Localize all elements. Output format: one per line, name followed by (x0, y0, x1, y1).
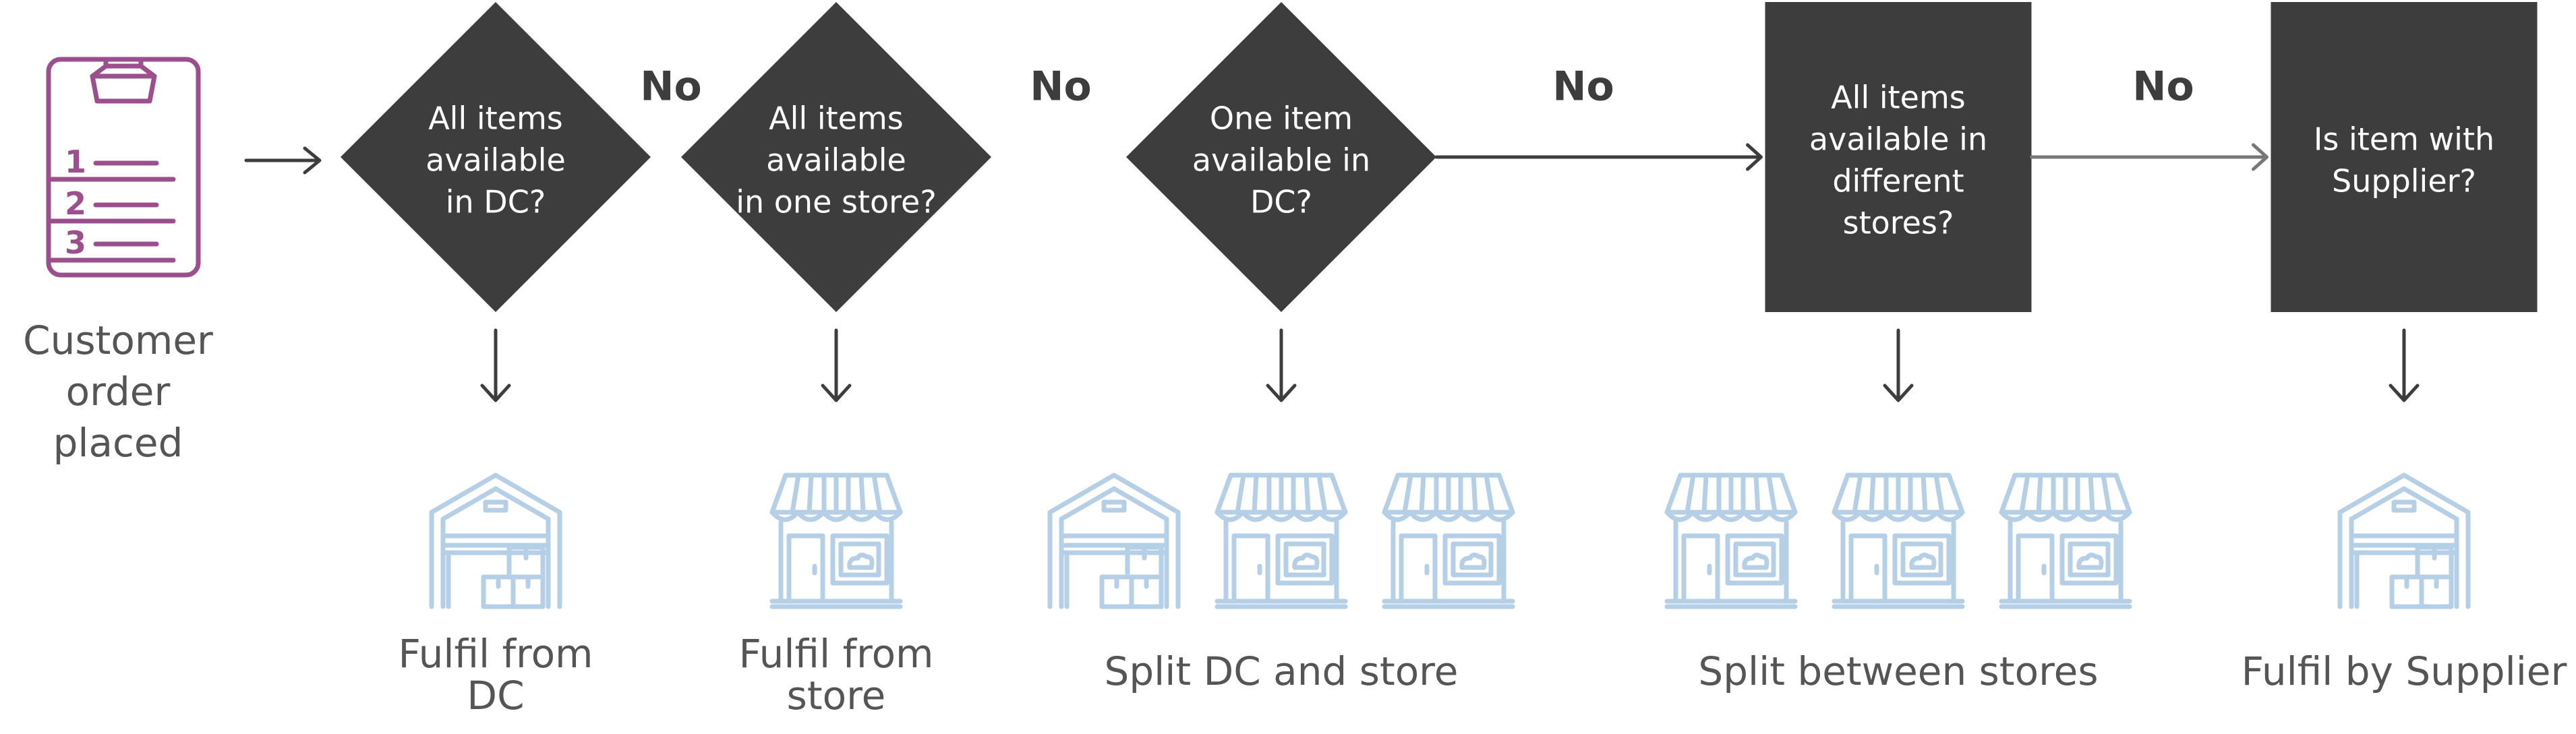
decision-text-line: All items (428, 100, 563, 137)
decision-text-line: DC? (1250, 184, 1312, 220)
decision-text: All items available in one store? (736, 100, 937, 220)
warehouse-icon (2340, 475, 2468, 607)
no-label: No (1552, 63, 1614, 111)
outcome-label: Fulfil by Supplier (2242, 648, 2567, 694)
yes-down-arrow (1883, 328, 1914, 402)
list-number-glyph: 3 (65, 224, 86, 261)
outcome-label: Split between stores (1698, 648, 2098, 694)
yes-down-arrow (480, 328, 511, 402)
store-icon (772, 475, 900, 607)
list-number-glyph: 2 (65, 185, 86, 222)
decision-text: All items available in different stores? (1809, 80, 1987, 241)
decision-text-line: One item (1210, 100, 1353, 137)
decision-text: One item available in DC? (1192, 100, 1370, 220)
decision-diamond-shape (681, 2, 991, 312)
outcome-icons (2340, 475, 2468, 607)
start-label: Customer order placed (23, 317, 213, 466)
order-list-icon: 1 23 (46, 57, 201, 278)
warehouse-icon (1050, 475, 1178, 607)
decision-diamond-shape (1126, 2, 1436, 312)
customer-order-start: 1 23 (46, 57, 201, 278)
decision-text-line: available in (1192, 142, 1370, 179)
decision-text-line: stores? (1843, 205, 1954, 241)
yes-down-arrow (2389, 328, 2420, 402)
outcome-icons (1050, 475, 1513, 607)
decision-text-line: in DC? (446, 184, 546, 220)
outcome-icons (432, 475, 560, 607)
decision-box-shape (2271, 2, 2538, 312)
decision-one-store: All items available in one store? (681, 2, 991, 312)
outcome-label-line: Split DC and store (1105, 648, 1459, 694)
no-label: No (2132, 63, 2194, 111)
outcome-label-line: Fulfil by Supplier (2242, 648, 2567, 694)
decision-one-item-dc: One item available in DC? (1126, 2, 1436, 312)
no-label: No (1030, 63, 1091, 111)
start-label-line: Customer (23, 317, 213, 363)
warehouse-icon (432, 475, 560, 607)
decision-box-shape (1765, 2, 2032, 312)
decision-text: All items available in DC? (426, 100, 566, 220)
decision-dc: All items available in DC? (341, 2, 651, 312)
decision-text-line: All items (1831, 80, 1966, 116)
store-icon (1217, 475, 1345, 607)
start-arrow (244, 146, 322, 175)
no-connector-arrow (1434, 143, 1763, 171)
list-number-glyph: 1 (65, 144, 86, 180)
outcome-icons (772, 475, 900, 607)
yes-down-arrow (1266, 328, 1297, 402)
store-icon (1667, 475, 1795, 607)
decision-diamond-shape (341, 2, 651, 312)
decision-text-line: All items (769, 100, 904, 137)
decision-text-line: available (766, 142, 906, 179)
decision-diff-stores: All items available in different stores? (1765, 2, 2032, 312)
no-connector-arrow (2030, 143, 2268, 171)
decision-text-line: Is item with (2314, 121, 2494, 158)
store-icon (1834, 475, 1962, 607)
decision-text-line: available in (1809, 121, 1987, 158)
decision-text-line: in one store? (736, 184, 937, 220)
decision-text-line: Supplier? (2332, 163, 2476, 200)
no-label: No (640, 63, 701, 111)
yes-down-arrow (821, 328, 852, 402)
decision-text-line: different (1832, 163, 1964, 200)
outcome-label-line: Fulfil from (398, 631, 593, 677)
outcome-label: Split DC and store (1105, 648, 1459, 694)
outcome-icons (1667, 475, 2130, 607)
outcome-label-line: store (787, 673, 886, 718)
decision-text-line: available (426, 142, 566, 179)
outcome-label-line: Fulfil from (738, 631, 933, 677)
outcome-label-line: DC (467, 673, 524, 718)
store-icon (1384, 475, 1513, 607)
outcome-label-line: Split between stores (1698, 648, 2098, 694)
start-label-line: order (66, 369, 171, 415)
start-label-line: placed (53, 420, 183, 466)
store-icon (2001, 475, 2130, 607)
